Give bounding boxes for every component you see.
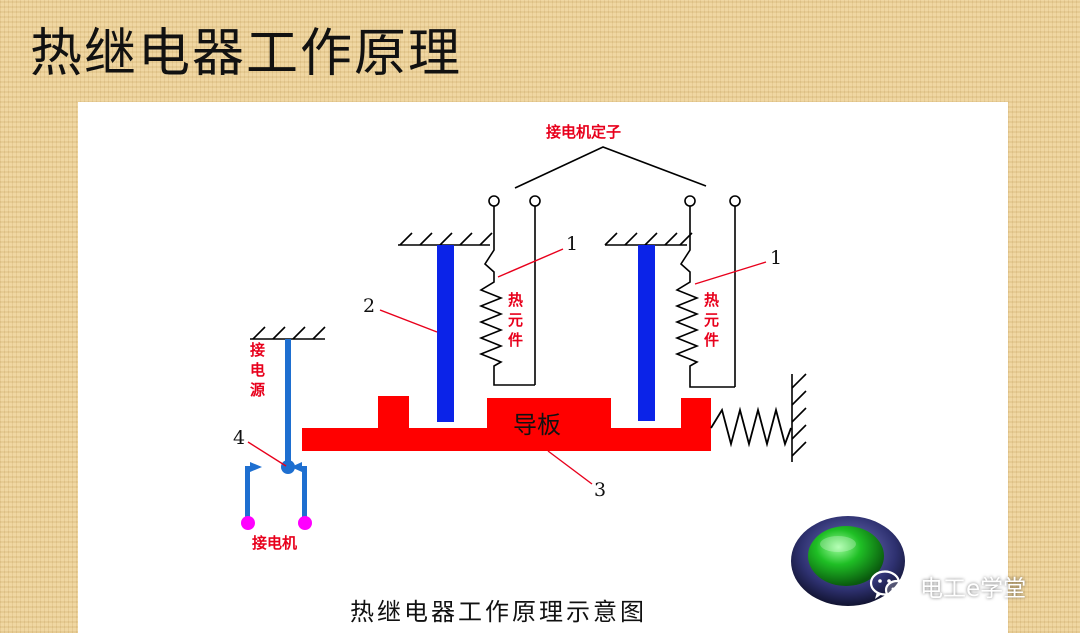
contact-pivot xyxy=(281,460,295,474)
callout-3: 3 xyxy=(594,479,606,501)
bimetal-strip-left xyxy=(437,245,454,422)
diagram-caption: 热继电器工作原理示意图 xyxy=(350,598,647,626)
watermark: 电工e学堂 xyxy=(868,566,1026,606)
contact-left xyxy=(245,462,262,522)
guide-board xyxy=(302,396,711,451)
heater-label-right-1: 热 xyxy=(704,291,719,309)
motor-terminal-right xyxy=(298,516,312,530)
fixed-support-right xyxy=(604,232,693,246)
power-label-1: 接 xyxy=(250,341,265,359)
slide-title: 热继电器工作原理 xyxy=(30,24,463,84)
spring-wall xyxy=(791,373,807,462)
contact-right xyxy=(291,462,307,522)
heater-element-right xyxy=(674,206,736,388)
return-spring xyxy=(710,406,792,448)
heater-label-right-2: 元 xyxy=(704,311,719,329)
diagram-panel: 接电机定子 热 元 件 热 元 件 接 电 源 接电机 1 1 2 3 4 导板… xyxy=(78,102,1008,633)
power-label-2: 电 xyxy=(250,361,265,379)
bimetal-strip-right xyxy=(638,245,655,421)
green-round-button-icon[interactable] xyxy=(791,516,905,606)
motor-label: 接电机 xyxy=(252,534,297,552)
stator-wiring xyxy=(488,146,741,207)
callout-1-left: 1 xyxy=(566,233,578,255)
guide-board-label: 导板 xyxy=(513,411,561,439)
heater-label-left-3: 件 xyxy=(508,331,523,349)
heater-label-left-1: 热 xyxy=(508,291,523,309)
contact-support xyxy=(250,326,326,340)
callout-lines xyxy=(247,248,767,485)
callout-4: 4 xyxy=(233,427,245,449)
stator-label: 接电机定子 xyxy=(546,123,621,141)
callout-1-right: 1 xyxy=(770,247,782,269)
wechat-icon xyxy=(868,568,912,604)
watermark-text: 电工e学堂 xyxy=(920,576,1027,602)
power-label-3: 源 xyxy=(250,381,265,399)
heater-label-right-3: 件 xyxy=(704,331,719,349)
callout-2: 2 xyxy=(363,295,375,317)
heater-label-left-2: 元 xyxy=(508,311,523,329)
fixed-support-left xyxy=(398,232,493,246)
contact-arm xyxy=(285,339,291,467)
heater-element-left xyxy=(478,206,536,386)
motor-terminal-left xyxy=(241,516,255,530)
